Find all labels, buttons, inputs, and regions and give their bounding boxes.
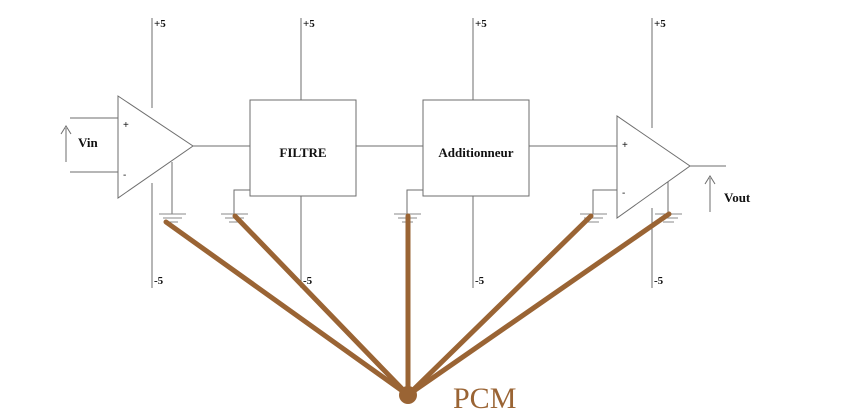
amplifier-triangle (117, 95, 194, 199)
adder-block: Additionneur (406, 99, 530, 214)
amp-minus-sign: - (622, 188, 625, 199)
adder-label: Additionneur (438, 145, 513, 160)
amplifier-triangle (616, 115, 691, 219)
output-amplifier: + - (592, 115, 726, 219)
rail-neg-label: -5 (303, 275, 313, 287)
pcm-node (399, 386, 417, 404)
filter-label: FILTRE (279, 145, 326, 160)
pcm-line (232, 213, 411, 398)
ground-symbol (159, 213, 186, 223)
pcm-label: PCM (453, 382, 516, 415)
vout-indicator: Vout (704, 175, 751, 212)
input-amplifier: + - (70, 95, 194, 214)
pcm-ground-star: PCM (163, 211, 672, 415)
rail-amp-out: +5 -5 (651, 18, 666, 288)
rail-neg-label: -5 (154, 275, 164, 287)
vout-label: Vout (724, 190, 751, 205)
vin-label: Vin (78, 135, 99, 150)
vin-indicator: Vin (60, 125, 99, 162)
rail-pos-label: +5 (654, 18, 666, 30)
rail-filter: +5 -5 (300, 18, 315, 288)
rail-neg-label: -5 (654, 275, 664, 287)
rail-pos-label: +5 (475, 18, 487, 30)
amp-minus-sign: - (123, 170, 126, 181)
filter-block: FILTRE (233, 99, 357, 214)
pcm-line (405, 211, 672, 398)
amp-plus-sign: + (123, 120, 129, 131)
rail-adder: +5 -5 (472, 18, 487, 288)
rail-pos-label: +5 (303, 18, 315, 30)
rail-neg-label: -5 (475, 275, 485, 287)
pcm-line (405, 213, 594, 398)
pcm-line (163, 219, 411, 398)
rail-pos-label: +5 (154, 18, 166, 30)
rail-amp-in: +5 -5 (151, 18, 166, 288)
amp-plus-sign: + (622, 140, 628, 151)
